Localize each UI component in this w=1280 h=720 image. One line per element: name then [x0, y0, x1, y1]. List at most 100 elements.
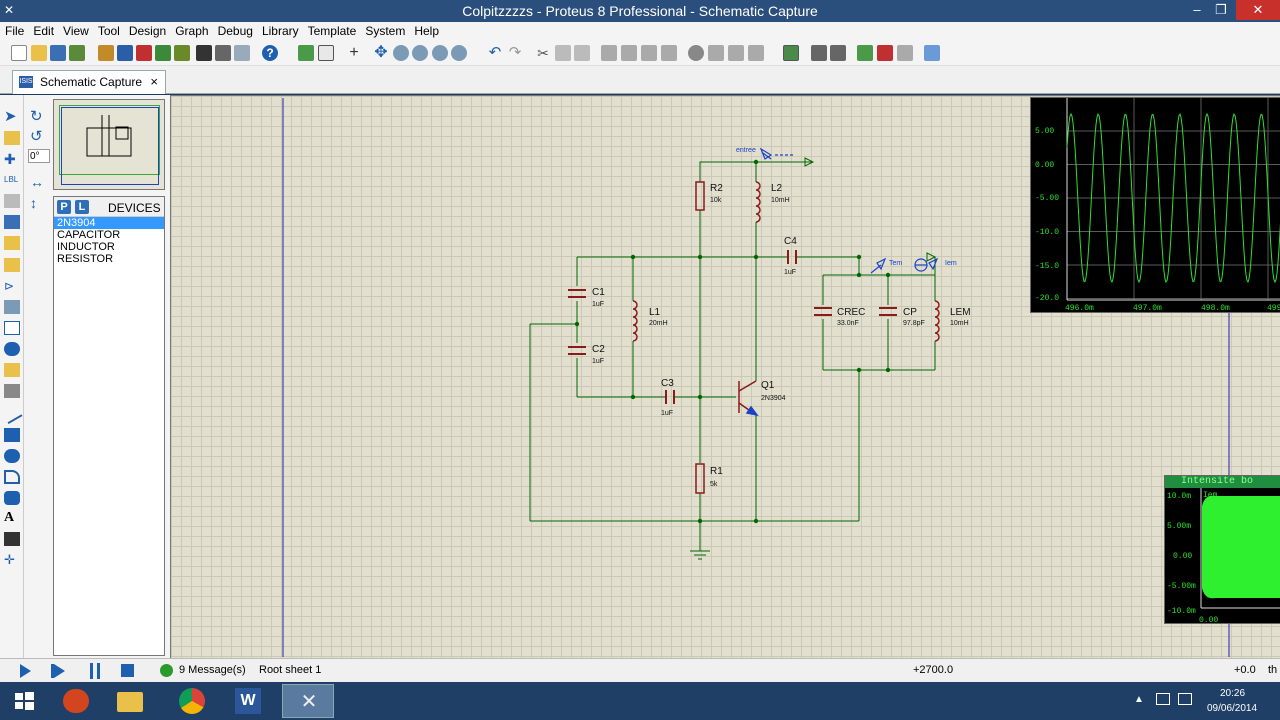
stop-icon[interactable]: [121, 664, 134, 677]
tab-schematic-capture[interactable]: ISIS Schematic Capture ×: [12, 70, 166, 94]
component-mode-icon[interactable]: [4, 131, 20, 145]
save-icon[interactable]: [50, 45, 66, 61]
copy-icon[interactable]: [555, 45, 571, 61]
restore-button[interactable]: ❐: [1206, 0, 1236, 20]
3d-view-icon[interactable]: [174, 45, 190, 61]
voltage-probe-icon[interactable]: [4, 363, 20, 377]
circle-mode-icon[interactable]: [4, 449, 20, 463]
network-icon[interactable]: [1178, 693, 1192, 705]
zoom-in-icon[interactable]: [393, 45, 409, 61]
capacitor-crec-symbol[interactable]: [814, 308, 832, 315]
menu-help[interactable]: Help: [410, 22, 443, 41]
rotation-angle-field[interactable]: [28, 149, 50, 163]
messages-count[interactable]: 9 Message(s): [179, 664, 246, 676]
close-button[interactable]: ✕: [1236, 0, 1280, 20]
device-item[interactable]: CAPACITOR: [54, 229, 164, 241]
zoom-all-icon[interactable]: [432, 45, 448, 61]
taskbar-file-explorer[interactable]: [104, 684, 156, 718]
show-hidden-icons[interactable]: ▲: [1134, 694, 1144, 705]
pan-icon[interactable]: ✥: [373, 45, 389, 61]
bom-icon[interactable]: [196, 45, 212, 61]
cut-icon[interactable]: ✂: [535, 45, 551, 61]
open-folder-icon[interactable]: [31, 45, 47, 61]
probe-entree-icon[interactable]: [761, 149, 793, 159]
make-device-icon[interactable]: [708, 45, 724, 61]
help-icon[interactable]: ?: [262, 45, 278, 61]
capacitor-c1-symbol[interactable]: [568, 290, 586, 297]
redo-icon[interactable]: ↷: [507, 45, 523, 61]
generator-mode-icon[interactable]: [4, 342, 20, 356]
overview-window[interactable]: [53, 99, 165, 190]
taskbar-music-app[interactable]: [50, 684, 102, 718]
text-script-mode-icon[interactable]: [4, 194, 20, 208]
line-mode-icon[interactable]: [2, 404, 23, 424]
taskbar-proteus[interactable]: ✕: [282, 684, 334, 718]
start-button[interactable]: [4, 684, 44, 718]
probe-tem-icon[interactable]: [871, 259, 885, 273]
device-item[interactable]: 2N3904: [54, 217, 164, 229]
netlist-icon[interactable]: [924, 45, 940, 61]
remove-sheet-icon[interactable]: [877, 45, 893, 61]
capacitor-c2-symbol[interactable]: [568, 347, 586, 354]
home-icon[interactable]: [98, 45, 114, 61]
exit-to-parent-icon[interactable]: [897, 45, 913, 61]
schematic-canvas[interactable]: R2 10k L2 10mH C4 1uF C1 1uF C2 1uF L1 2…: [170, 95, 1280, 658]
device-pins-mode-icon[interactable]: ⊳: [4, 279, 20, 293]
menu-debug[interactable]: Debug: [214, 22, 257, 41]
inductor-lem-symbol[interactable]: [935, 301, 939, 341]
text-mode-icon[interactable]: A: [4, 511, 20, 525]
mirror-x-icon[interactable]: ↔: [30, 175, 46, 189]
transistor-q1-symbol[interactable]: [739, 381, 757, 415]
new-file-icon[interactable]: [11, 45, 27, 61]
buses-mode-icon[interactable]: [4, 215, 20, 229]
symbol-mode-icon[interactable]: [4, 532, 20, 546]
taskbar-word[interactable]: W: [222, 684, 274, 718]
block-rotate-icon[interactable]: [641, 45, 657, 61]
pause-icon[interactable]: [90, 663, 100, 679]
capacitor-cp-symbol[interactable]: [879, 308, 897, 315]
design-explorer-icon[interactable]: [234, 45, 250, 61]
library-manager-button[interactable]: L: [75, 200, 89, 214]
gerber-icon[interactable]: [155, 45, 171, 61]
inductor-l2-symbol[interactable]: [756, 182, 760, 222]
block-copy-icon[interactable]: [601, 45, 617, 61]
origin-icon[interactable]: +: [346, 45, 362, 61]
box-mode-icon[interactable]: [4, 428, 20, 442]
junction-mode-icon[interactable]: ✚: [4, 152, 20, 166]
menu-tool[interactable]: Tool: [94, 22, 124, 41]
decompose-icon[interactable]: [748, 45, 764, 61]
current-graph[interactable]: Intensite bo Iem 10.0m 5.00m 0.00 -5.00m…: [1164, 475, 1280, 624]
menu-template[interactable]: Template: [304, 22, 361, 41]
virtual-instruments-icon[interactable]: [4, 384, 20, 398]
clock-date[interactable]: 09/06/2014: [1207, 703, 1257, 714]
marker-mode-icon[interactable]: ✛: [4, 553, 20, 567]
taskbar-chrome[interactable]: [166, 684, 218, 718]
search-icon[interactable]: [811, 45, 827, 61]
voltage-graph[interactable]: 5.00 0.00 -5.00 -10.0 -15.0 -20.0 496.0m…: [1030, 97, 1280, 313]
tape-recorder-icon[interactable]: [4, 321, 20, 335]
menu-view[interactable]: View: [59, 22, 93, 41]
resistor-r2-symbol[interactable]: [696, 182, 704, 210]
device-item[interactable]: RESISTOR: [54, 253, 164, 265]
pcb-icon[interactable]: [136, 45, 152, 61]
step-icon[interactable]: [54, 664, 65, 678]
grid-icon[interactable]: [318, 45, 334, 61]
capacitor-c4-symbol[interactable]: [788, 250, 796, 264]
terminals-mode-icon[interactable]: [4, 258, 20, 272]
probe-iem-icon[interactable]: [915, 259, 937, 271]
play-icon[interactable]: [20, 664, 31, 678]
menu-file[interactable]: File: [1, 22, 28, 41]
block-delete-icon[interactable]: [661, 45, 677, 61]
refresh-icon[interactable]: [298, 45, 314, 61]
inductor-l1-symbol[interactable]: [633, 301, 637, 341]
schematic-icon[interactable]: [117, 45, 133, 61]
menu-graph[interactable]: Graph: [171, 22, 212, 41]
new-sheet-icon[interactable]: [857, 45, 873, 61]
paste-icon[interactable]: [574, 45, 590, 61]
path-mode-icon[interactable]: [4, 491, 20, 505]
block-move-icon[interactable]: [621, 45, 637, 61]
subcircuit-mode-icon[interactable]: [4, 236, 20, 250]
wire-autorouter-icon[interactable]: [783, 45, 799, 61]
undo-icon[interactable]: ↶: [487, 45, 503, 61]
messages-status-icon[interactable]: [160, 664, 173, 677]
